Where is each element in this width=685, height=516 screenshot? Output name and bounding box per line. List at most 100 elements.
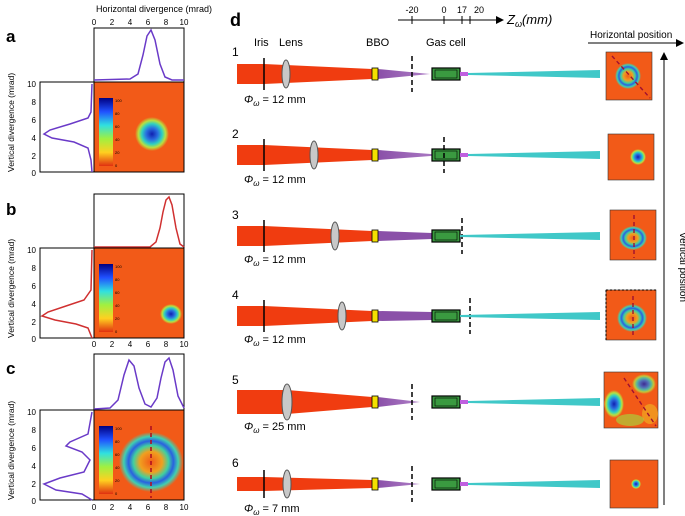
beam-spot-b (160, 304, 182, 324)
panel-a-label: a (6, 27, 16, 46)
input-beam (237, 477, 264, 491)
bbo-crystal (371, 309, 379, 323)
vertical-position-arrowhead (660, 52, 668, 60)
bbo-crystal (371, 229, 379, 243)
colorbar-tick: 80 (115, 111, 120, 116)
y-tick-10: 10 (27, 408, 36, 417)
colorbar-tick: 100 (115, 264, 122, 269)
row-number: 2 (232, 127, 239, 141)
colorbar-tick: 60 (115, 290, 120, 295)
y-tick-0: 0 (32, 497, 37, 506)
second-harmonic-beam (378, 480, 420, 488)
y-tick-6: 6 (32, 116, 37, 125)
xuv-beam (460, 232, 600, 240)
horizontal-position-label: Horizontal position (590, 30, 672, 41)
colorbar-tick: 60 (115, 452, 120, 457)
beam-profile-1-cut (611, 55, 651, 99)
vertical-position-label: Vertical position (677, 232, 685, 302)
second-harmonic-beam (378, 311, 432, 321)
harmonic-emission (460, 482, 468, 486)
x-tick-4: 4 (128, 340, 133, 349)
row-number: 5 (232, 373, 239, 387)
z-axis: -20 0 17 20 Zω(mm) (398, 5, 552, 29)
x-tick-6: 6 (146, 18, 151, 27)
x-tick-0: 0 (92, 340, 97, 349)
input-beam (237, 226, 264, 246)
bbo-label: BBO (366, 37, 390, 49)
focusing-beam (264, 477, 372, 491)
colorbar-tick: 100 (115, 426, 122, 431)
z-tick-20: 20 (474, 5, 484, 15)
colorbar-tick: 60 (115, 124, 120, 129)
x-tick-0: 0 (92, 503, 97, 512)
x-tick-8: 8 (164, 340, 169, 349)
colorbar-tick: 40 (115, 137, 120, 142)
second-harmonic-beam (378, 397, 420, 407)
bbo-crystal (371, 67, 379, 81)
row-number: 6 (232, 456, 239, 470)
y-tick-2: 2 (32, 318, 37, 327)
harmonic-emission (460, 72, 468, 76)
z-tick-0: 0 (441, 5, 446, 15)
y-tick-2: 2 (32, 152, 37, 161)
colorbar-a (99, 98, 113, 166)
y-tick-2: 2 (32, 480, 37, 489)
colorbar-tick: 80 (115, 439, 120, 444)
gas-cell-inner (434, 479, 458, 489)
colorbar-c (99, 426, 113, 494)
focusing-beam (264, 306, 372, 326)
second-harmonic-beam (378, 231, 432, 241)
setup-row-5: 5 Φω = 25 mm (232, 371, 659, 435)
y-tick-4: 4 (32, 134, 37, 143)
y-ticks-a: 10 8 6 4 2 0 (27, 80, 36, 178)
panel-c-label: c (6, 359, 15, 378)
setup-row-4: 4 Φω = 12 mm (232, 288, 657, 348)
xuv-beam (468, 151, 600, 159)
bbo-crystal (371, 148, 379, 162)
gas-cell-inner (434, 397, 458, 407)
vertical-profile-frame-b (39, 247, 95, 339)
beam-profile-2-spot (630, 149, 646, 165)
iris-diameter: Φω = 12 mm (244, 334, 306, 348)
iris-diameter: Φω = 25 mm (244, 421, 306, 435)
y-tick-0: 0 (32, 169, 37, 178)
bottom-axis-ticks-c: 0 2 4 6 8 10 (92, 503, 189, 512)
y-axis-title-a: Vertical divergence (mrad) (6, 73, 16, 172)
colorbar-tick: 80 (115, 277, 120, 282)
beam-profile-4-ring (617, 304, 647, 332)
beam-profile-5-lobe-left (604, 390, 624, 418)
xuv-beam (468, 70, 600, 78)
colorbar-b (99, 264, 113, 332)
bbo-crystal (371, 395, 379, 409)
x-tick-8: 8 (164, 503, 169, 512)
x-tick-6: 6 (146, 503, 151, 512)
x-tick-2: 2 (110, 18, 115, 27)
beam-spot-a (135, 117, 169, 151)
horizontal-profile-a (93, 28, 184, 81)
vertical-profile-frame-c (39, 409, 95, 501)
iris-diameter: Φω = 12 mm (244, 94, 306, 108)
top-axis-title: Horizontal divergence (mrad) (96, 4, 212, 14)
horizontal-profile-frame-a (93, 27, 185, 83)
second-harmonic-beam (378, 150, 444, 160)
input-beam (237, 306, 264, 326)
beam-profile-5-lobe-top (632, 374, 656, 394)
gas-cell-inner (434, 311, 458, 321)
z-tick-17: 17 (457, 5, 467, 15)
iris-diameter: Φω = 7 mm (244, 503, 300, 516)
y-tick-4: 4 (32, 300, 37, 309)
x-tick-4: 4 (128, 503, 133, 512)
y-tick-10: 10 (27, 246, 36, 255)
bbo-crystal (371, 477, 379, 491)
beam-profile-5-lobe-lower (616, 414, 644, 426)
colorbar-tick: 20 (115, 316, 120, 321)
lens (281, 383, 293, 421)
horizontal-profile-c (93, 356, 185, 410)
input-beam (237, 145, 264, 165)
setup-row-6: 6 Φω = 7 mm (232, 456, 659, 516)
focusing-beam (264, 226, 372, 246)
vertical-profile-frame-a (39, 81, 95, 173)
beam-profile-3-ring (619, 226, 647, 250)
y-tick-0: 0 (32, 335, 37, 344)
lens-label: Lens (279, 37, 303, 49)
